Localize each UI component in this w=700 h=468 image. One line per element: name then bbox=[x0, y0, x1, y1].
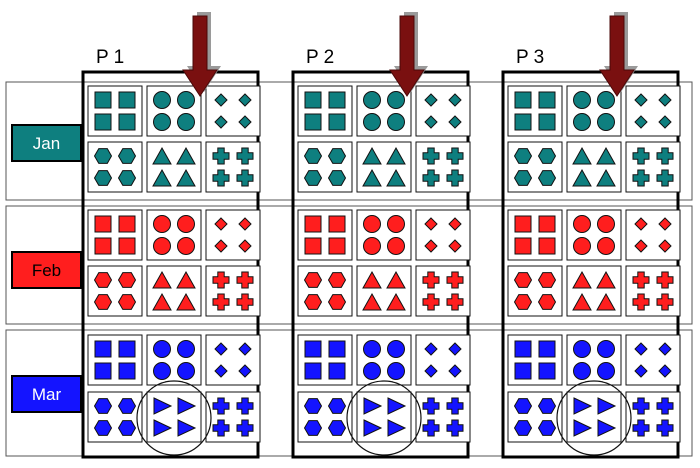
pointer-arrow-p3 bbox=[599, 12, 638, 97]
cell-p3-jan-circle bbox=[566, 85, 622, 137]
cell-p3-jan-cross bbox=[625, 141, 681, 193]
cell-p1-mar-square bbox=[87, 334, 143, 386]
cell-p2-feb-diamond bbox=[415, 209, 471, 261]
cell-p2-jan-cross bbox=[415, 141, 471, 193]
panel-p1 bbox=[81, 70, 260, 459]
month-label-jan: Jan bbox=[11, 124, 82, 162]
cell-p3-feb-hexagon bbox=[507, 265, 563, 317]
cell-p3-feb-triangle bbox=[566, 265, 622, 317]
cell-p2-mar-square bbox=[297, 334, 353, 386]
cell-p2-jan-diamond bbox=[415, 85, 471, 137]
month-band-jan bbox=[5, 81, 693, 201]
panel-p3 bbox=[501, 70, 680, 459]
cell-p1-jan-cross bbox=[205, 141, 261, 193]
cell-p2-feb-square bbox=[297, 209, 353, 261]
cell-p3-feb-cross bbox=[625, 265, 681, 317]
cell-p1-feb-square bbox=[87, 209, 143, 261]
panel-label-p2: P 2 bbox=[306, 47, 334, 68]
cell-p3-mar-cross bbox=[625, 391, 681, 443]
cell-p3-mar-circle bbox=[566, 334, 622, 386]
month-band-feb bbox=[5, 205, 693, 325]
cell-p1-jan-square bbox=[87, 85, 143, 137]
cell-p1-feb-hexagon bbox=[87, 265, 143, 317]
cell-p3-feb-circle bbox=[566, 209, 622, 261]
cell-p2-feb-circle bbox=[356, 209, 412, 261]
highlight-circle-p1 bbox=[136, 380, 212, 456]
cell-p2-mar-hexagon bbox=[297, 391, 353, 443]
panel-p2 bbox=[291, 70, 470, 459]
svg-text:Feb: Feb bbox=[32, 261, 61, 280]
cell-p1-mar-hexagon bbox=[87, 391, 143, 443]
cell-p2-feb-triangle bbox=[356, 265, 412, 317]
cell-p1-feb-triangle bbox=[146, 265, 202, 317]
cell-p1-feb-diamond bbox=[205, 209, 261, 261]
cell-p2-mar-circle bbox=[356, 334, 412, 386]
cell-p2-mar-diamond bbox=[415, 334, 471, 386]
cell-p2-jan-hexagon bbox=[297, 141, 353, 193]
cell-p3-feb-square bbox=[507, 209, 563, 261]
month-label-mar: Mar bbox=[11, 375, 82, 413]
cell-p1-mar-diamond bbox=[205, 334, 261, 386]
cell-p3-mar-hexagon bbox=[507, 391, 563, 443]
pointer-arrow-p2 bbox=[389, 12, 428, 97]
cell-p3-mar-triangle bbox=[566, 391, 622, 443]
cell-p3-jan-hexagon bbox=[507, 141, 563, 193]
cell-p3-jan-triangle bbox=[566, 141, 622, 193]
cell-p3-mar-diamond bbox=[625, 334, 681, 386]
highlight-circle-p2 bbox=[346, 380, 422, 456]
cell-p2-jan-circle bbox=[356, 85, 412, 137]
svg-text:Mar: Mar bbox=[32, 385, 62, 404]
cell-p2-feb-hexagon bbox=[297, 265, 353, 317]
cell-p3-feb-diamond bbox=[625, 209, 681, 261]
cell-p1-jan-triangle bbox=[146, 141, 202, 193]
cell-p1-mar-cross bbox=[205, 391, 261, 443]
cell-p1-mar-triangle bbox=[146, 391, 202, 443]
cell-p2-mar-cross bbox=[415, 391, 471, 443]
panel-label-p1: P 1 bbox=[96, 47, 124, 68]
cell-p3-jan-square bbox=[507, 85, 563, 137]
cell-p1-jan-circle bbox=[146, 85, 202, 137]
cell-p3-mar-square bbox=[507, 334, 563, 386]
cell-p3-jan-diamond bbox=[625, 85, 681, 137]
cell-p1-mar-circle bbox=[146, 334, 202, 386]
cell-p1-jan-hexagon bbox=[87, 141, 143, 193]
pointer-arrow-p1 bbox=[182, 12, 221, 97]
cell-p2-mar-triangle bbox=[356, 391, 412, 443]
highlight-circle-p3 bbox=[556, 380, 632, 456]
cell-p1-feb-cross bbox=[205, 265, 261, 317]
panel-label-p3: P 3 bbox=[516, 47, 544, 68]
highlight-markers bbox=[136, 380, 632, 456]
month-label-feb: Feb bbox=[11, 251, 82, 289]
pointer-arrows bbox=[182, 12, 638, 97]
shape-cells bbox=[87, 85, 681, 443]
cell-p2-jan-triangle bbox=[356, 141, 412, 193]
cell-p2-feb-cross bbox=[415, 265, 471, 317]
cell-p1-jan-diamond bbox=[205, 85, 261, 137]
svg-text:Jan: Jan bbox=[33, 134, 60, 153]
cell-p2-jan-square bbox=[297, 85, 353, 137]
cell-p1-feb-circle bbox=[146, 209, 202, 261]
